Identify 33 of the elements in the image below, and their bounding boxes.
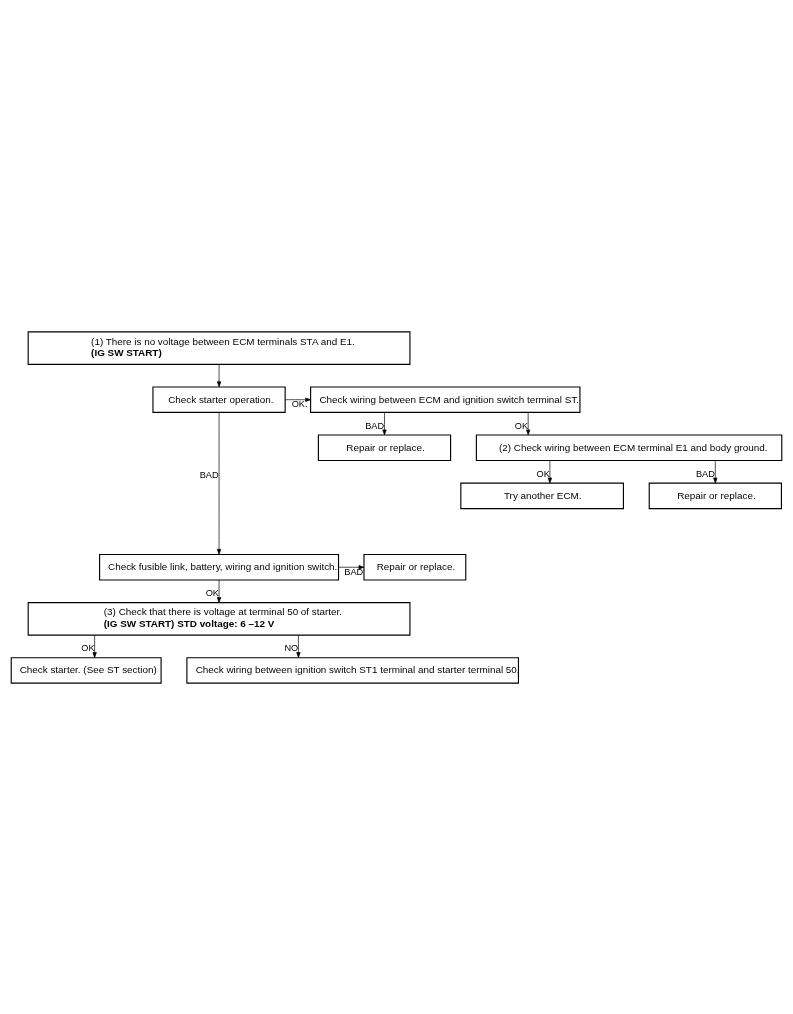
node-box: (1) There is no voltage between ECM terminals STA and E1. (IG SW START)	[27, 330, 411, 365]
arrow	[713, 459, 718, 483]
arrow	[216, 411, 222, 555]
node-box: (3) Check that there is voltage at terminal 50 of starter. (IG SW START) STD voltage: 6 –12 V	[27, 601, 411, 636]
node-box: Check starter. (See ST section)	[10, 656, 162, 684]
edge-label: OK	[514, 420, 529, 431]
node-box: Check fusible link, battery, wiring and ignition switch.	[99, 553, 340, 581]
arrow	[216, 363, 222, 387]
arrow	[338, 564, 365, 569]
node-box: Check wiring between ignition switch ST1 terminal and starter terminal 50.	[186, 656, 519, 684]
edge-label: NO	[284, 642, 299, 653]
node-box: Repair or replace.	[648, 482, 782, 509]
node-box: Try another ECM.	[460, 482, 624, 509]
arrow	[285, 397, 311, 402]
arrow	[296, 634, 301, 658]
edge-label: OK	[536, 468, 550, 479]
arrow	[92, 634, 97, 658]
edge-label: OK	[205, 587, 219, 598]
node-box: Repair or replace.	[363, 553, 467, 581]
node-box: Check starter operation.	[152, 385, 286, 413]
edge-label: BAD	[199, 469, 219, 480]
node-box: Check wiring between ECM and ignition switch terminal ST.	[310, 385, 581, 413]
edge-label: OK	[81, 642, 95, 653]
arrow	[526, 411, 531, 435]
arrow	[382, 411, 387, 435]
edge-label: BAD	[365, 420, 385, 431]
arrow	[547, 459, 552, 483]
node-box: (2) Check wiring between ECM terminal E1 and body ground.	[475, 433, 783, 461]
edge-label: BAD	[695, 468, 715, 479]
node-box: Repair or replace.	[317, 433, 452, 461]
arrow	[216, 579, 222, 603]
edge-label: OK.	[291, 398, 308, 409]
edge-label: BAD	[344, 566, 364, 577]
